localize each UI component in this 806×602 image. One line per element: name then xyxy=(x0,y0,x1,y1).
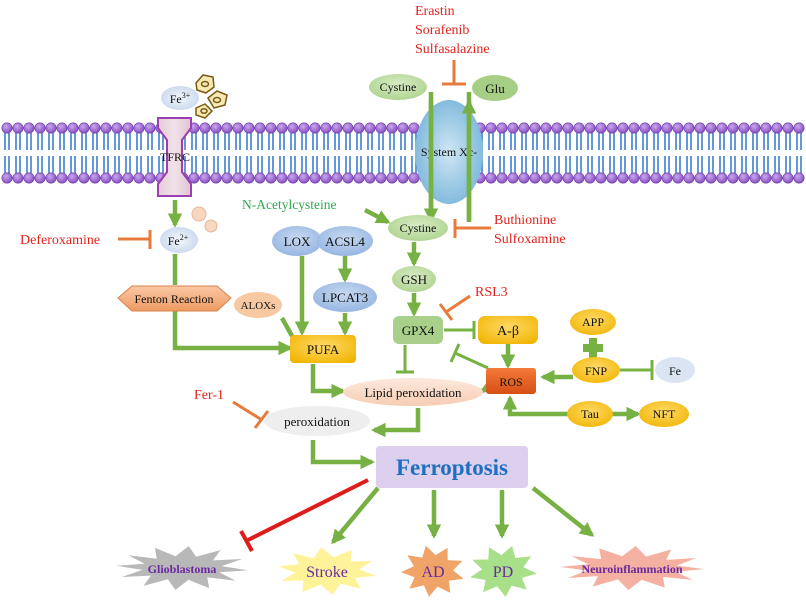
arrow-ferroptosis-to-neuroinflammation xyxy=(531,486,595,537)
svg-text:Fe3+: Fe3+ xyxy=(170,91,191,106)
lox-label: LOX xyxy=(284,234,311,249)
fe2-superscript: 2+ xyxy=(180,233,189,242)
acsl4-node: ACSL4 xyxy=(317,226,373,256)
fe2-node: Fe2+ xyxy=(160,227,198,253)
glu-label: Glu xyxy=(485,81,505,96)
neuroinflammation-label: Neuroinflammation xyxy=(581,562,682,576)
fnp-node: FNP xyxy=(572,357,620,383)
ad-node: AD xyxy=(401,545,464,597)
arrow-ferroptosis-to-stroke xyxy=(331,486,380,545)
abeta-node: A-β xyxy=(478,316,538,344)
erastin-label: Erastin xyxy=(415,4,455,19)
arrow-fenton-to-pufa xyxy=(172,311,293,356)
deferoxamine-label: Deferoxamine xyxy=(20,233,100,248)
ferroptosis-node: Ferroptosis xyxy=(376,446,528,488)
pd-label: PD xyxy=(493,564,513,581)
abeta-label: A-β xyxy=(497,324,519,339)
pd-node: PD xyxy=(470,546,537,597)
rsl3-label: RSL3 xyxy=(475,285,508,300)
arrow-aloxs-to-pufa xyxy=(280,316,294,338)
lpcat3-node: LPCAT3 xyxy=(313,282,377,312)
lipid-peroxidation-node: Lipid peroxidation xyxy=(343,378,483,406)
fe2-label: Fe xyxy=(168,234,180,248)
lipid-peroxidation-label: Lipid peroxidation xyxy=(364,385,462,400)
pufa-label: PUFA xyxy=(307,342,340,357)
arrow-nac-to-cystine xyxy=(363,208,391,224)
arrow-peroxidation-to-ferroptosis xyxy=(310,440,375,470)
sulfoxamine-label: Sulfoxamine xyxy=(494,232,566,247)
gpx4-label: GPX4 xyxy=(402,323,435,338)
ros-label: ROS xyxy=(499,375,522,389)
fenton-label: Fenton Reaction xyxy=(135,292,214,306)
acsl4-label: ACSL4 xyxy=(325,234,365,249)
cystine-outside-label: Cystine xyxy=(380,80,417,94)
arrow-tau-to-ros xyxy=(502,395,568,417)
ad-label: AD xyxy=(421,564,444,581)
arrow-lipid-to-peroxidation xyxy=(371,408,421,438)
lox-node: LOX xyxy=(272,226,322,256)
ros-node: ROS xyxy=(486,368,536,394)
iron-particles xyxy=(191,206,218,233)
inhibition-lines xyxy=(118,60,654,552)
stroke-node: Stroke xyxy=(278,547,376,595)
fe3-node: Fe3+ xyxy=(161,86,199,110)
arrow-pufa-to-lipid xyxy=(310,364,346,399)
fer1-label: Fer-1 xyxy=(194,388,224,403)
sorafenib-label: Sorafenib xyxy=(415,23,469,38)
aloxs-node: ALOXs xyxy=(234,292,282,318)
activation-arrows xyxy=(167,99,641,545)
nac-label: N-Acetylcysteine xyxy=(242,197,336,212)
nft-node: NFT xyxy=(639,401,689,427)
tau-label: Tau xyxy=(581,407,599,421)
gsh-label: GSH xyxy=(401,272,427,287)
system-xc-transporter: System Xc- xyxy=(415,92,483,220)
nft-label: NFT xyxy=(653,407,676,421)
app-label: APP xyxy=(582,315,604,329)
gpx4-node: GPX4 xyxy=(393,316,443,344)
fenton-reaction-node: Fenton Reaction xyxy=(117,285,232,312)
cystine-outside-node: Cystine xyxy=(369,74,427,100)
peroxidation-label: peroxidation xyxy=(284,414,350,429)
glu-node: Glu xyxy=(472,75,518,101)
plus-icon xyxy=(583,338,603,358)
fe3-label: Fe xyxy=(170,92,182,106)
aloxs-label: ALOXs xyxy=(241,300,276,312)
tau-node: Tau xyxy=(567,401,613,427)
glioblastoma-label: Glioblastoma xyxy=(148,562,217,576)
tfrc-label: TFRC xyxy=(160,150,190,164)
stroke-label: Stroke xyxy=(306,564,348,581)
buthionine-label: Buthionine xyxy=(494,213,556,228)
pufa-node: PUFA xyxy=(290,335,356,363)
neuroinflammation-node: Neuroinflammation xyxy=(560,546,704,590)
system-xc-label: System Xc- xyxy=(421,145,477,159)
fnp-label: FNP xyxy=(585,364,607,378)
ferroptosis-label: Ferroptosis xyxy=(396,455,508,480)
glioblastoma-node: Glioblastoma xyxy=(116,546,248,590)
iron-crystals-icon xyxy=(195,74,228,119)
tfrc-receptor: TFRC xyxy=(157,117,192,197)
gsh-node: GSH xyxy=(392,266,436,292)
sulfasalazine-label: Sulfasalazine xyxy=(415,42,490,57)
peroxidation-node: peroxidation xyxy=(264,406,370,436)
fe-label: Fe xyxy=(669,364,681,378)
fe3-superscript: 3+ xyxy=(182,91,191,100)
app-node: APP xyxy=(570,309,616,335)
lpcat3-label: LPCAT3 xyxy=(322,290,368,305)
cystine-inside-label: Cystine xyxy=(400,221,437,235)
svg-text:Fe2+: Fe2+ xyxy=(168,233,189,248)
cell-membrane xyxy=(1,122,805,184)
fe-node: Fe xyxy=(655,357,695,383)
cystine-inside-node: Cystine xyxy=(388,215,448,241)
